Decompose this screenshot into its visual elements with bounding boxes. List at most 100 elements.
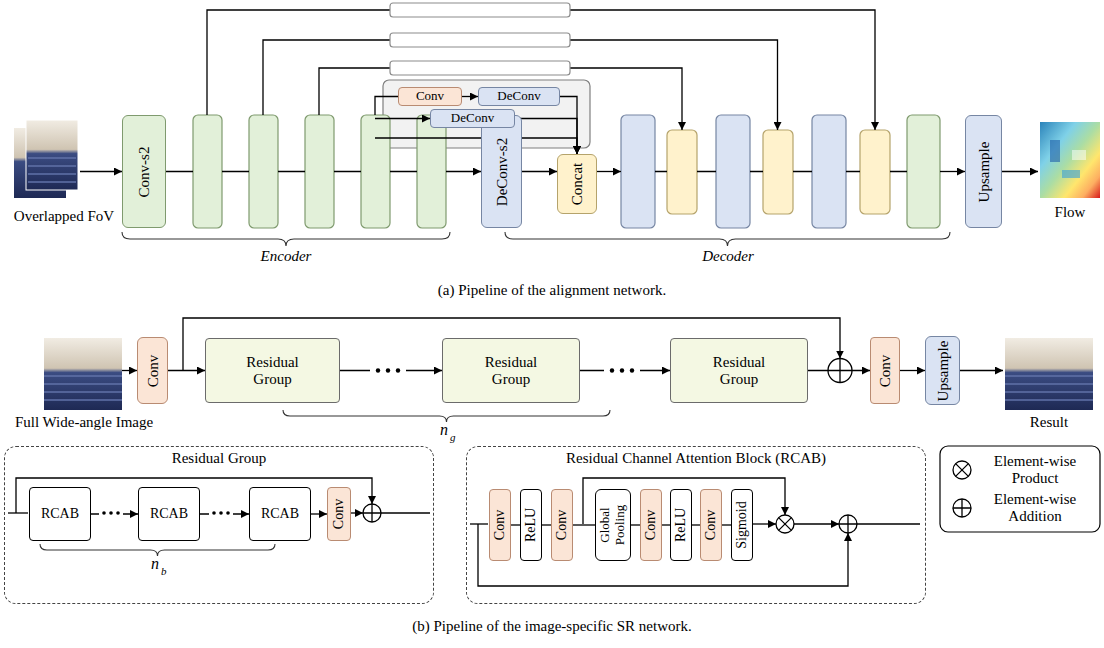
- conv-block: Conv: [327, 487, 351, 541]
- block-label: Residual Group: [471, 354, 551, 388]
- addition-symbol: [828, 359, 852, 383]
- encoder-block: [193, 115, 222, 228]
- skip-bar: [390, 33, 570, 47]
- ellipsis-dots: [226, 511, 230, 515]
- addition-symbol: [950, 496, 974, 520]
- block-label: Conv-s2: [136, 146, 153, 197]
- symbol-stroke: [953, 499, 971, 517]
- connector-arrow: [580, 370, 670, 371]
- ellipsis-dots: [209, 507, 233, 519]
- connector-arrow: [522, 171, 557, 172]
- flow-line: [80, 171, 122, 172]
- decoder-block: [860, 130, 890, 214]
- encoder-block: [417, 115, 446, 228]
- skip-bar: [390, 61, 570, 75]
- flow-image: [1040, 122, 1100, 198]
- ellipsis-dots: [212, 511, 216, 515]
- ellipsis-dots: [370, 364, 406, 377]
- ellipsis-dots: [630, 368, 634, 372]
- block-label: Concat: [569, 163, 586, 206]
- flow-line: [470, 523, 488, 524]
- ellipsis-dots: [99, 507, 123, 519]
- encoder-block: [361, 115, 390, 228]
- encoder-block: [305, 115, 334, 228]
- deconv-block: DeConv-s2: [481, 115, 522, 228]
- residual-group-inset: Residual GroupRCABRCABRCABConv: [4, 446, 434, 604]
- addition-symbol: [363, 504, 381, 522]
- connector-arrow: [631, 524, 640, 525]
- connector-arrow: [311, 513, 327, 514]
- encoder-block: [193, 115, 446, 228]
- input-image: [28, 158, 76, 182]
- input-image: [14, 128, 66, 198]
- addition-symbol: [828, 359, 852, 383]
- ellipsis-dots: [386, 368, 390, 372]
- product-symbol: [950, 458, 974, 482]
- connector-arrow: [340, 370, 442, 371]
- addition-symbol: [839, 515, 857, 533]
- ellipsis-dots: [604, 364, 640, 377]
- block-label: Sigmoid: [734, 501, 750, 548]
- connector-arrow: [560, 97, 577, 155]
- connector-arrow: [573, 524, 595, 525]
- decoder-block: [812, 115, 846, 228]
- flow-line: [752, 523, 776, 524]
- skip-bar: [390, 3, 570, 75]
- flow-image: [1040, 122, 1100, 198]
- flow-line: [80, 10, 1038, 172]
- conv-block: Conv: [640, 489, 662, 561]
- connector-arrow: [542, 524, 551, 525]
- figure-caption: (a) Pipeline of the alignment network.: [438, 282, 666, 299]
- symbol-circle: [953, 499, 971, 517]
- block-label: RCAB: [261, 506, 299, 522]
- rcab-block: RCAB: [249, 487, 311, 541]
- residual-group: Residual Group: [442, 338, 580, 403]
- flow-line: [857, 523, 920, 524]
- flow-line: [940, 171, 965, 172]
- product-symbol: [776, 515, 794, 533]
- conv-block: Conv-s2: [122, 115, 166, 228]
- legend-row: Element-wise Product: [950, 452, 1090, 488]
- flow-line: [960, 370, 1003, 371]
- ellipsis-dots: [116, 511, 120, 515]
- relu-block: ReLU: [520, 489, 542, 561]
- section-label: Encoder: [261, 248, 312, 265]
- legend-box: [940, 446, 1100, 532]
- residual-group: Residual Group: [670, 338, 808, 403]
- flow-line: [8, 512, 28, 513]
- result-image: [1005, 338, 1093, 410]
- ellipsis-dots: [219, 511, 223, 515]
- rcab-inset: Residual Channel Attention Block (RCAB)C…: [466, 446, 926, 604]
- connector-arrow: [511, 524, 520, 525]
- flow-line: [597, 171, 621, 172]
- ellipsis-dots: [109, 511, 113, 515]
- inset-title: Residual Group: [5, 450, 433, 467]
- conv-block: Conv: [489, 489, 511, 561]
- block-label: Residual Group: [699, 354, 779, 388]
- block-label: Conv: [643, 510, 659, 540]
- count-subscript: b: [161, 565, 167, 578]
- block-label: Global Pooling: [598, 497, 627, 553]
- encoder-block: [249, 115, 278, 228]
- ellipsis-dots: [102, 511, 106, 515]
- flow-line: [319, 68, 682, 130]
- deconv-block: DeConv: [430, 109, 515, 128]
- relu-block: ReLU: [670, 489, 692, 561]
- connector-arrow: [808, 370, 870, 371]
- concat-block: Concat: [557, 154, 597, 214]
- count-symbol: n: [151, 555, 159, 573]
- input-image: [44, 338, 122, 410]
- input-image: [44, 338, 122, 410]
- decoder-block: [763, 130, 793, 214]
- flow-line: [8, 318, 1003, 586]
- section-label: Decoder: [702, 248, 754, 265]
- count-subscript: g: [450, 431, 456, 444]
- legend-text: Element-wise Addition: [980, 491, 1090, 525]
- addition-symbol: [839, 515, 857, 533]
- block-label: DeConv-s2: [493, 137, 510, 205]
- connector-arrow: [91, 513, 138, 514]
- connector-arrow: [168, 370, 205, 371]
- block-label: DeConv: [451, 111, 494, 126]
- brace: [122, 232, 450, 246]
- skip-bar: [390, 3, 570, 17]
